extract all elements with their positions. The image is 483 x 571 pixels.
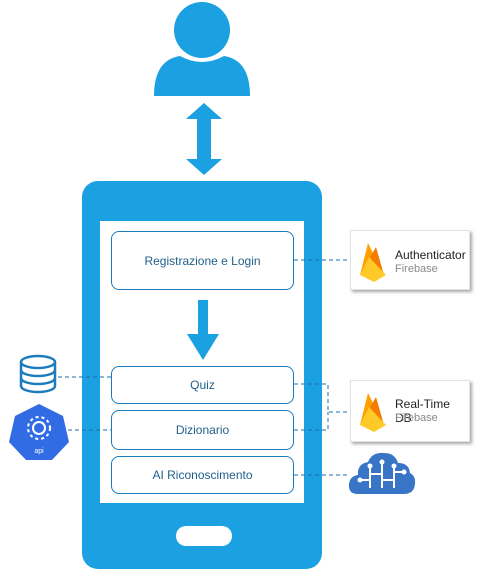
quiz-label: Quiz: [190, 378, 215, 392]
dizionario-box[interactable]: Dizionario: [111, 410, 294, 450]
connector-quiz-db: [294, 383, 352, 413]
user-icon: [154, 2, 250, 96]
dizionario-label: Dizionario: [175, 423, 230, 437]
connector-dizionario-db: [294, 412, 329, 431]
authenticator-title: Authenticator: [395, 248, 466, 262]
ai-brain-cloud-icon: [348, 452, 416, 494]
ai-recognition-label: AI Riconoscimento: [152, 468, 253, 482]
realtime-db-card: Real-Time DB Firebase: [350, 380, 470, 442]
authenticator-subtitle: Firebase: [395, 263, 438, 275]
api-hexagon-icon: api: [9, 404, 69, 460]
database-icon: [19, 354, 57, 394]
ai-recognition-box[interactable]: AI Riconoscimento: [111, 456, 294, 494]
api-label: api: [34, 448, 44, 455]
authenticator-card: Authenticator Firebase: [350, 230, 470, 290]
registration-login-label: Registrazione e Login: [144, 253, 261, 268]
home-button: [176, 526, 232, 546]
realtime-db-title: Real-Time DB: [395, 397, 450, 425]
bidirectional-arrow-icon: [186, 103, 222, 175]
firebase-flame-icon: [360, 243, 386, 282]
down-arrow-icon: [187, 300, 219, 360]
quiz-box[interactable]: Quiz: [111, 366, 294, 404]
registration-login-box[interactable]: Registrazione e Login: [111, 231, 294, 290]
firebase-flame-icon: [360, 393, 386, 432]
realtime-db-subtitle: Firebase: [395, 412, 438, 424]
